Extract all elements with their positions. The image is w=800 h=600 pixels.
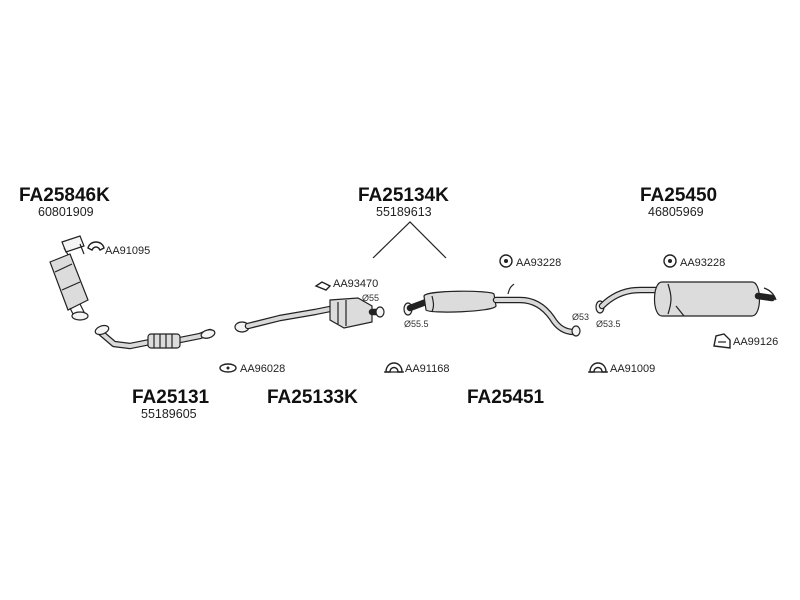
diameter-label-53-5: Ø53.5 bbox=[596, 319, 621, 329]
rubber-mount-aa93228-right: AA93228 bbox=[663, 254, 725, 269]
clamp-aa91168: AA91168 bbox=[384, 362, 449, 375]
hanger-aa99126: AA99126 bbox=[713, 333, 778, 349]
oe-number-fa25450: 46805969 bbox=[648, 205, 704, 219]
accessory-code-aa91009: AA91009 bbox=[610, 363, 655, 375]
accessory-code-aa93470: AA93470 bbox=[333, 278, 378, 290]
assembly-code-fa25451: FA25451 bbox=[467, 387, 545, 408]
diameter-label-55: Ø55 bbox=[362, 293, 379, 303]
fa25134k-leader-lines bbox=[372, 221, 447, 259]
assembly-code-fa25134k: FA25134K bbox=[358, 185, 449, 206]
accessory-code-aa93228-right: AA93228 bbox=[680, 257, 725, 269]
rubber-mount-aa93228-left: AA93228 bbox=[499, 254, 561, 269]
assembly-code-fa25450: FA25450 bbox=[640, 185, 717, 206]
assembly-code-fa25846k: FA25846K bbox=[19, 185, 110, 206]
accessory-code-aa93228-left: AA93228 bbox=[516, 257, 561, 269]
catalytic-converter-fa25846k bbox=[49, 235, 89, 321]
oe-number-fa25846k: 60801909 bbox=[38, 205, 94, 219]
diameter-label-55-5: Ø55.5 bbox=[404, 319, 429, 329]
intermediate-pipe-fa25133k: Ø55 bbox=[234, 293, 385, 333]
assembly-code-fa25131: FA25131 bbox=[132, 387, 210, 408]
bracket-aa93470: AA93470 bbox=[314, 278, 378, 291]
middle-silencer-fa25451: Ø55.5 Ø53 bbox=[403, 283, 589, 337]
oe-number-fa25134k: 55189613 bbox=[376, 205, 432, 219]
accessory-code-aa91168: AA91168 bbox=[405, 363, 449, 375]
front-pipe-fa25131 bbox=[94, 324, 216, 350]
accessory-code-aa96028: AA96028 bbox=[240, 363, 285, 375]
accessory-code-aa99126: AA99126 bbox=[733, 336, 778, 348]
assembly-code-fa25133k: FA25133K bbox=[267, 387, 358, 408]
accessory-code-aa91095: AA91095 bbox=[105, 245, 150, 257]
clamp-aa91009: AA91009 bbox=[588, 362, 655, 375]
rear-silencer-fa25450: Ø53.5 bbox=[595, 281, 777, 329]
diameter-label-53: Ø53 bbox=[572, 312, 589, 322]
clamp-aa91095: AA91095 bbox=[87, 241, 150, 257]
gasket-aa96028: AA96028 bbox=[219, 363, 285, 375]
oe-number-fa25131: 55189605 bbox=[141, 407, 197, 421]
